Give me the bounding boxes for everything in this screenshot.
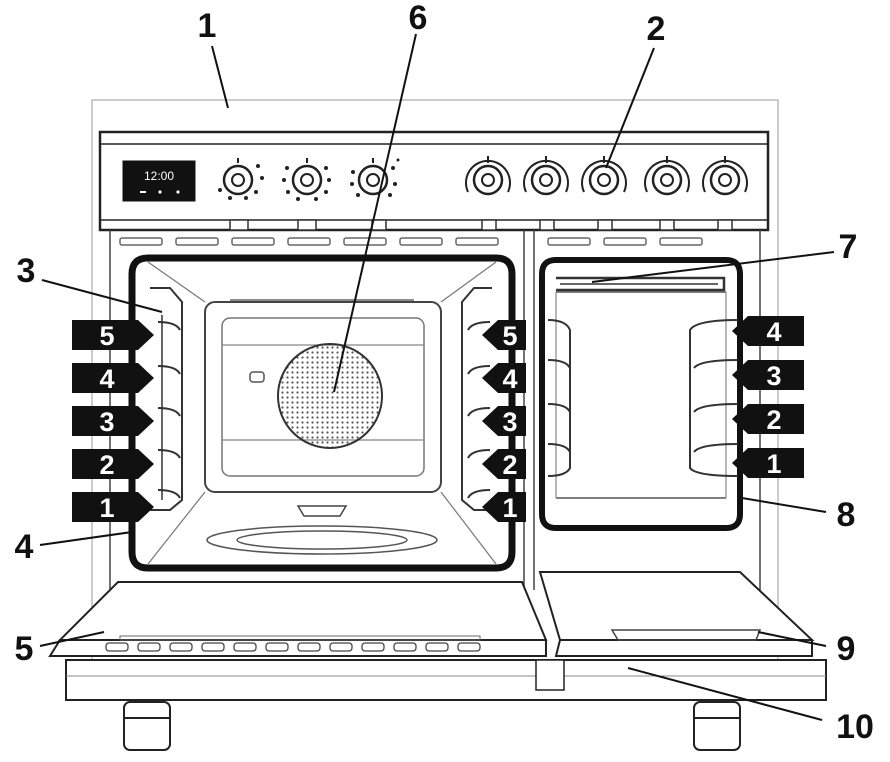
shelf-tag-arrow	[72, 406, 154, 436]
shelf-tags-small-oven: 4 3 2 1	[732, 316, 804, 479]
shelf-tag-label: 3	[502, 407, 517, 437]
shelf-tag-arrow	[732, 360, 804, 390]
shelf-tag-label: 2	[766, 405, 781, 435]
shelf-tag-label: 5	[99, 321, 114, 351]
control-knob-icon[interactable]	[218, 158, 264, 200]
display-text: 12:00	[144, 169, 174, 183]
shelf-level-tag: 4	[482, 363, 526, 394]
main-oven-door[interactable]	[48, 581, 548, 657]
control-knob-icon[interactable]	[644, 156, 690, 196]
shelf-tag-label: 2	[99, 450, 114, 480]
shelf-level-tag: 3	[732, 360, 804, 391]
shelf-level-tag: 5	[482, 320, 526, 351]
shelf-runners-right	[461, 287, 492, 511]
shelf-tag-arrow	[72, 320, 154, 350]
shelf-tags-left: 5 4 3 2 1	[72, 320, 154, 523]
callout-5: 5	[15, 630, 34, 668]
callout-labels: 1 2 3 4 5 6 7 8 9 10	[15, 0, 874, 746]
shelf-tag-label: 4	[502, 364, 517, 394]
shelf-level-tag: 3	[72, 406, 154, 437]
shelf-tag-label: 4	[766, 317, 781, 347]
control-knob-icon[interactable]	[523, 156, 569, 196]
shelf-tag-arrow	[482, 449, 526, 479]
shelf-tag-label: 1	[766, 449, 781, 479]
leader-lines	[39, 33, 835, 721]
shelf-level-tag: 3	[482, 406, 526, 437]
shelf-level-tag: 2	[732, 404, 804, 435]
callout-10: 10	[836, 708, 874, 746]
shelf-level-tag: 1	[732, 448, 804, 479]
control-knobs	[218, 156, 748, 201]
shelf-tag-arrow	[732, 316, 804, 346]
shelf-tag-label: 3	[99, 407, 114, 437]
shelf-tag-arrow	[72, 449, 154, 479]
callout-9: 9	[837, 630, 856, 668]
shelf-runners-small	[547, 319, 739, 477]
shelf-tag-label: 1	[502, 493, 517, 523]
callout-7: 7	[839, 228, 858, 266]
shelf-tag-arrow	[482, 492, 526, 522]
callout-3: 3	[17, 252, 36, 290]
panel-clips	[229, 219, 733, 231]
control-knob-icon[interactable]	[465, 156, 511, 196]
shelf-tag-label: 5	[502, 321, 517, 351]
vent-slots	[119, 237, 703, 246]
small-oven-door[interactable]	[538, 571, 815, 657]
callout-2: 2	[647, 10, 666, 48]
shelf-tag-label: 1	[99, 493, 114, 523]
control-knob-icon[interactable]	[282, 158, 331, 201]
shelf-tag-label: 2	[502, 450, 517, 480]
shelf-runners-left	[150, 287, 183, 511]
callout-6: 6	[409, 0, 428, 37]
shelf-level-tag: 5	[72, 320, 154, 351]
callout-8: 8	[837, 496, 856, 534]
shelf-tags-cavity-right: 5 4 3 2 1	[482, 320, 526, 523]
shelf-level-tag: 2	[72, 449, 154, 480]
callout-4: 4	[15, 528, 34, 566]
fan-grille-icon	[277, 343, 383, 449]
storage-drawer[interactable]	[65, 659, 827, 701]
shelf-tag-label: 4	[99, 364, 114, 394]
oven-feet	[123, 701, 741, 751]
shelf-level-tag: 2	[482, 449, 526, 480]
shelf-level-tag: 4	[72, 363, 154, 394]
shelf-tag-arrow	[482, 320, 526, 350]
callout-1: 1	[198, 7, 217, 45]
control-knob-icon[interactable]	[581, 156, 627, 196]
shelf-level-tag: 1	[482, 492, 526, 523]
shelf-level-tag: 1	[72, 492, 154, 523]
clock-display: 12:00	[122, 160, 196, 202]
shelf-tag-arrow	[72, 363, 154, 393]
control-knob-icon[interactable]	[702, 156, 748, 196]
shelf-tag-arrow	[482, 406, 526, 436]
shelf-tag-arrow	[732, 448, 804, 478]
shelf-tag-arrow	[732, 404, 804, 434]
shelf-tag-arrow	[72, 492, 154, 522]
small-oven-cavity	[539, 257, 743, 531]
grill-element-icon	[556, 276, 726, 292]
shelf-level-tag: 4	[732, 316, 804, 347]
shelf-tag-label: 3	[766, 361, 781, 391]
shelf-tag-arrow	[482, 363, 526, 393]
